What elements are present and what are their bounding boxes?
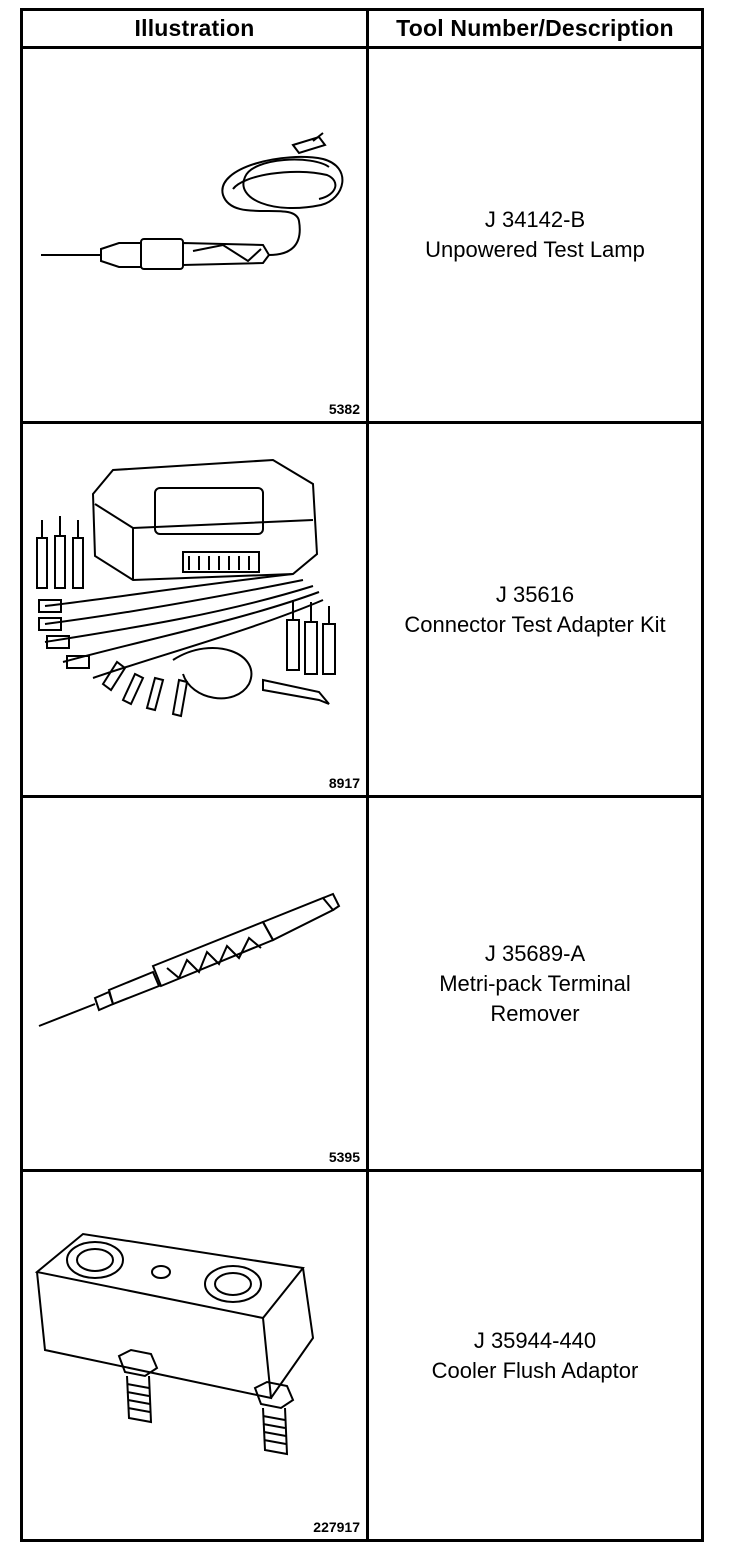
tool-description: Metri-pack Terminal Remover	[439, 970, 631, 1026]
figure-number: 5395	[328, 1149, 360, 1165]
tool-number: J 35944-440	[473, 1327, 597, 1353]
table-row: 8917 J 35616 Connector Test Adapter Kit	[23, 424, 701, 798]
tool-number: J 34142-B	[484, 207, 586, 232]
description-cell: J 34142-B Unpowered Test Lamp	[369, 49, 701, 421]
tool-number: J 35616	[495, 581, 575, 607]
flush-adaptor-icon	[34, 1232, 315, 1456]
table-row: 5382 J 34142-B Unpowered Test Lamp	[23, 49, 701, 424]
figure-number: 8917	[328, 775, 360, 791]
terminal-remover-icon	[38, 892, 341, 1027]
tool-number: J 35689-A	[484, 940, 586, 966]
header-illustration: Illustration	[23, 11, 369, 49]
tool-table: Illustration Tool Number/Description 538…	[20, 8, 704, 1542]
table-row: 227917 J 35944-440 Cooler Flush Adaptor	[23, 1172, 701, 1539]
figure-number: 227917	[313, 1519, 360, 1535]
description-cell: J 35944-440 Cooler Flush Adaptor	[369, 1172, 701, 1539]
illustration-cell: 227917	[23, 1172, 369, 1539]
tool-description: Unpowered Test Lamp	[425, 237, 645, 262]
description-cell: J 35689-A Metri-pack Terminal Remover	[369, 798, 701, 1169]
table-row: 5395 J 35689-A Metri-pack Terminal Remov…	[23, 798, 701, 1172]
illustration-cell: 5395	[23, 798, 369, 1169]
tool-description: Cooler Flush Adaptor	[431, 1357, 639, 1383]
test-lamp-icon	[41, 132, 344, 270]
header-tool-description: Tool Number/Description	[369, 11, 701, 49]
illustration-cell: 8917	[23, 424, 369, 795]
adapter-kit-icon	[36, 458, 336, 718]
figure-number: 5382	[328, 401, 360, 417]
illustration-cell: 5382	[23, 49, 369, 421]
description-cell: J 35616 Connector Test Adapter Kit	[369, 424, 701, 795]
tool-description: Connector Test Adapter Kit	[404, 611, 666, 637]
